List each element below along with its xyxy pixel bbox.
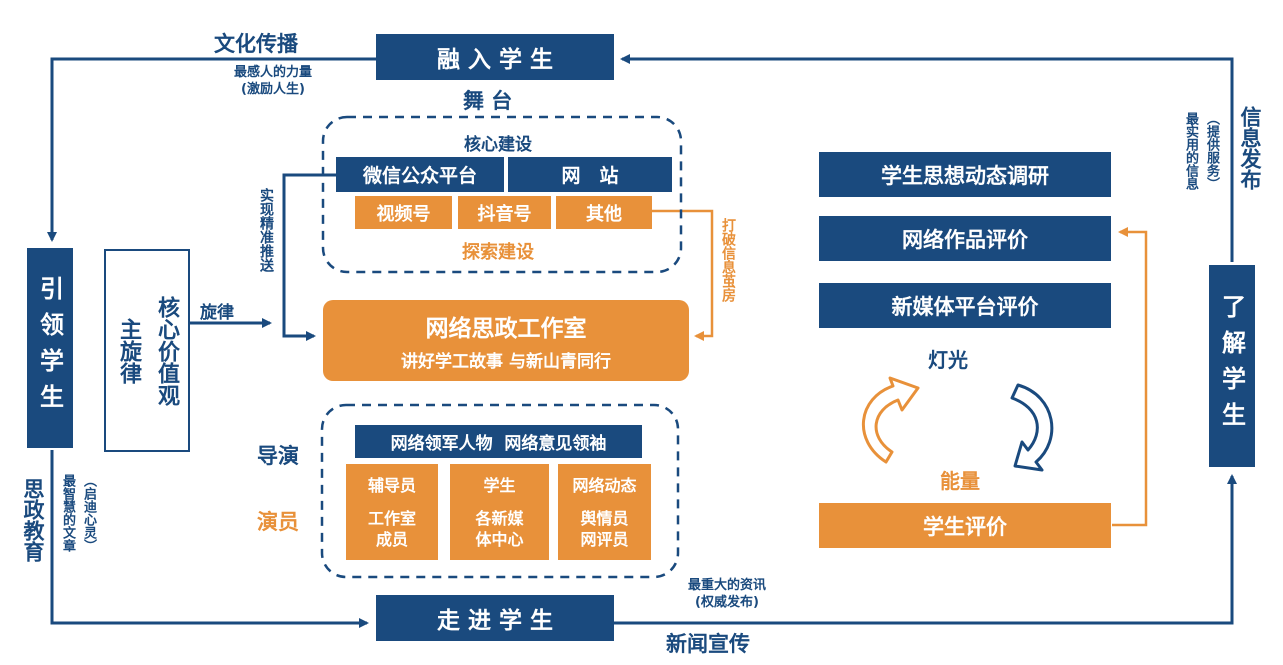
arrow-eval-loop [1112,227,1148,527]
counselor-body-2: 成员 [375,530,408,549]
top-title-box: 融 入 学 生 [376,34,614,80]
work-evaluation-box: 网络作品评价 [819,216,1111,261]
lead-students-box: 引领学生 [27,248,73,448]
bottom-note: 最重大的资讯 (权威发布) [652,577,802,611]
info-release-label: 信息发布 [1237,106,1263,196]
people-dashed-frame [320,403,680,579]
bottom-note-line-2: (权威发布) [695,595,759,610]
network-dynamics-body-1: 舆情员 [580,509,629,528]
wechat-platform-box: 微信公众平台 [336,157,504,192]
light-label: 灯光 [928,348,968,372]
left-note-b: 最智慧的文章 [60,474,75,552]
video-account-box: 视频号 [355,196,452,229]
bottom-note-line-1: 最重大的资讯 [687,578,766,593]
news-publicity-label: 新闻宣传 [666,632,750,656]
ideology-education-text: 思政教育 [21,478,45,562]
arrow-lead-to-bottom [50,450,369,628]
arrow-top-to-lead [47,57,376,242]
navy-cycle-arrow-icon [1010,383,1054,472]
other-box: 其他 [556,196,652,229]
ideology-education-label: 思政教育 [20,478,45,568]
website-box: 网 站 [508,157,672,192]
top-note: 最感人的力量 (激励人生) [210,64,336,98]
energy-label: 能量 [940,469,980,493]
precise-push-label: 实现精准推送 [258,188,274,276]
bottom-title-box: 走 进 学 生 [376,595,614,641]
top-note-line-2: (激励人生) [241,82,305,97]
melody-label: 旋律 [200,303,234,323]
understand-students-box: 了解学生 [1209,265,1255,467]
break-cocoon-text: 打破信息茧房 [720,218,736,302]
actor-label: 演员 [257,510,299,534]
arrow-precise-push [282,173,336,341]
counselor-body-1: 工作室 [367,509,416,528]
counselor-head: 辅导员 [367,476,416,495]
precise-push-text: 实现精准推送 [258,188,274,272]
core-values-box: 核心价值观 主旋律 [104,249,190,452]
network-leaders-box: 网络领军人物 网络意见领袖 [355,425,642,458]
studio-subtitle: 讲好学工故事 与新山青同行 [401,352,611,372]
break-cocoon-label: 打破信息茧房 [720,218,736,306]
understand-students-text: 了解学生 [1217,294,1246,438]
stage-label: 舞 台 [463,89,513,113]
info-release-text: 信息发布 [1238,106,1262,190]
network-dynamics-head: 网络动态 [572,476,637,495]
arrow-bottom-to-understand [614,474,1237,625]
culture-spread-label: 文化传播 [214,32,298,56]
right-note-b: 最实用的信息 [1183,112,1198,190]
student-body-1: 各新媒 [475,509,524,528]
thought-survey-box: 学生思想动态调研 [819,152,1111,197]
student-evaluation-box: 学生评价 [819,503,1111,548]
student-body-2: 体中心 [475,530,524,549]
counselor-box: 辅导员 工作室 成员 [346,464,438,560]
studio-title: 网络思政工作室 [425,316,587,342]
left-note-a: （启迪心灵） [81,474,96,552]
director-label: 导演 [257,444,299,468]
core-values-text: 核心价值观 [154,295,179,406]
network-dynamics-box: 网络动态 舆情员 网评员 [558,464,651,560]
explore-construction-label: 探索建设 [462,242,534,263]
core-construction-label: 核心建设 [464,135,532,155]
right-note: （提供服务） 最实用的信息 [1181,112,1221,190]
studio-box: 网络思政工作室 讲好学工故事 与新山青同行 [323,300,689,381]
new-media-evaluation-box: 新媒体平台评价 [819,283,1111,328]
orange-cycle-arrow-icon [861,376,920,464]
network-dynamics-body-2: 网评员 [580,530,629,549]
douyin-box: 抖音号 [458,196,551,229]
arrow-info-to-top [620,54,1234,262]
core-dashed-frame [321,115,683,274]
main-melody-text: 主旋律 [116,317,141,384]
lead-students-text: 引领学生 [35,276,64,420]
student-box: 学生 各新媒 体中心 [450,464,549,560]
student-head: 学生 [483,476,516,495]
left-note: （启迪心灵） 最智慧的文章 [58,474,98,552]
right-note-a: （提供服务） [1204,112,1219,190]
top-note-line-1: 最感人的力量 [233,65,312,80]
